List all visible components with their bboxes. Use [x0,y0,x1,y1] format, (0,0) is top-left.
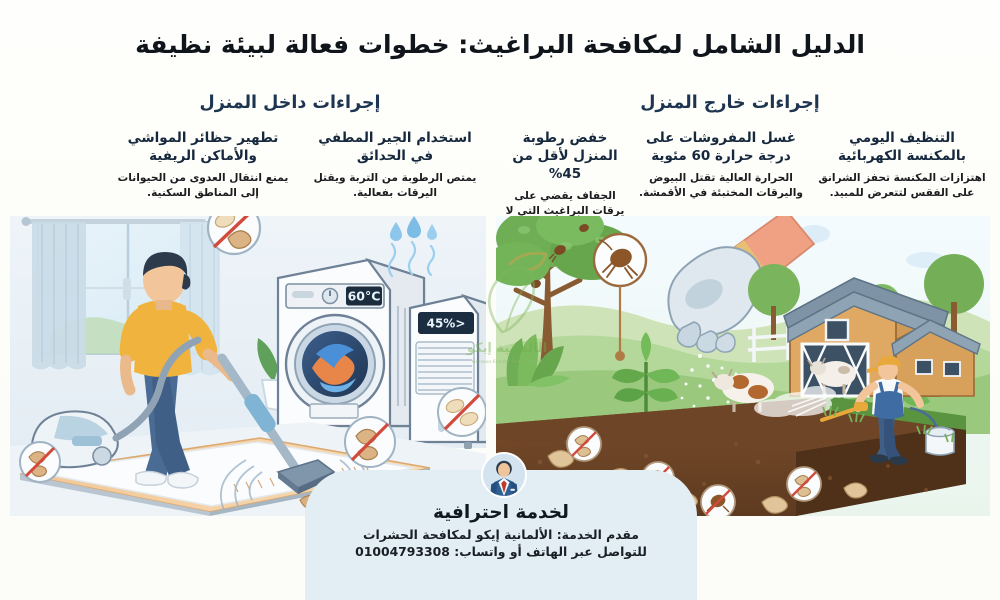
no-larva-badge [437,387,486,437]
card-disinfect-livestock-pens: تطهير حظائر المواشي والأماكن الريفية يمن… [112,130,294,201]
flea-icon [531,224,589,289]
no-larva-badge [344,416,396,468]
no-larva-badge [19,441,61,483]
card-heading: غسل المفروشات على درجة حرارة 60 مئوية [646,130,796,164]
farm-scene [711,254,984,465]
grass-tufts [822,405,954,443]
garden-plant [612,332,680,412]
card-body: يمتص الرطوبة من التربة ويقتل اليرقات بفع… [313,171,477,199]
no-flea-badge [700,484,736,516]
page-title: الدليل الشامل لمكافحة البراغيث: خطوات فع… [135,30,865,59]
card-heading: تطهير حظائر المواشي والأماكن الريفية [127,130,279,164]
section-header-outdoor: إجراءات خارج المنزل [640,93,820,113]
card-heading: خفض رطوبة المنزل لأقل من 45% [512,130,618,182]
card-heading: التنظيف اليومي بالمكنسة الكهربائية [837,130,966,164]
moisture-droplets-icon [387,216,437,278]
worker-spraying [820,356,955,465]
flea-warning-badge [592,232,648,361]
footer-text-block: لخدمة احترافية مقدم الخدمة: الألمانية إي… [305,502,697,560]
card-body: اهتزازات المكنسة تحفز الشرانق على الفقس … [818,171,986,199]
card-body: الحرارة العالية تقتل البيوض واليرقات الم… [639,171,803,199]
dehumidifier-display-text: <45% [427,317,466,331]
card-daily-vacuuming: التنظيف اليومي بالمكنسة الكهربائية اهتزا… [818,130,986,201]
card-body: يمنع انتقال العدوى من الحيوانات إلى المن… [117,171,289,199]
section-header-indoor: إجراءات داخل المنزل [199,93,381,113]
card-slaked-lime-gardens: استخدام الجير المطفي في الحدائق يمتص الر… [306,130,484,201]
shrub [506,334,570,387]
footer-contact: للتواصل عبر الهاتف أو واتساب: 0100479330… [355,544,647,560]
card-wash-linens-60c: غسل المفروشات على درجة حرارة 60 مئوية ال… [638,130,804,201]
card-heading: استخدام الجير المطفي في الحدائق [318,130,472,164]
no-larva-badge [786,466,822,502]
washer-display-text: 60°C [348,289,381,304]
no-larva-badge [566,426,602,462]
no-larva-badge [206,216,262,256]
cow-icon [711,368,774,412]
footer-provider: مقدم الخدمة: الألمانية إيكو لمكافحة الحش… [363,527,639,543]
footer-title: لخدمة احترافية [432,502,570,523]
service-avatar [481,452,527,498]
